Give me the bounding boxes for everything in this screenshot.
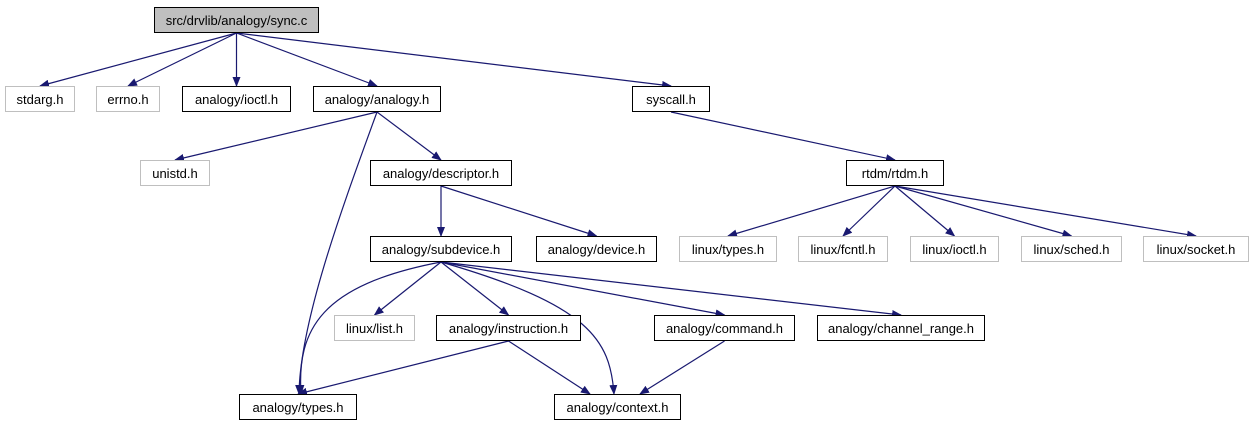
edge-sync-c-to-errno-h (127, 32, 237, 87)
node-syscall-h[interactable]: syscall.h (632, 86, 710, 112)
node-analogy-channel-range-h[interactable]: analogy/channel_range.h (817, 315, 985, 341)
edge-rtdm-rtdm-h-to-linux-types-h (727, 185, 896, 238)
edge-analogy-analogy-h-to-unistd-h (174, 111, 378, 162)
node-analogy-descriptor-h[interactable]: analogy/descriptor.h (370, 160, 512, 186)
edge-analogy-subdevice-h-to-analogy-instruction-h (440, 261, 510, 316)
edges-layer (39, 32, 1197, 396)
edge-rtdm-rtdm-h-to-linux-fcntl-h (842, 185, 896, 237)
node-stdarg-h: stdarg.h (5, 86, 75, 112)
edge-analogy-subdevice-h-to-analogy-command-h (440, 261, 726, 318)
edge-analogy-instruction-h-to-analogy-types-h (297, 340, 509, 396)
node-analogy-instruction-h[interactable]: analogy/instruction.h (436, 315, 581, 341)
edge-rtdm-rtdm-h-to-linux-sched-h (894, 185, 1073, 238)
node-analogy-types-h[interactable]: analogy/types.h (239, 394, 357, 420)
node-analogy-subdevice-h[interactable]: analogy/subdevice.h (370, 236, 512, 262)
edge-analogy-subdevice-h-to-analogy-context-h (440, 261, 618, 395)
node-linux-types-h: linux/types.h (679, 236, 777, 262)
edge-sync-c-to-stdarg-h (39, 32, 237, 88)
edge-analogy-instruction-h-to-analogy-context-h (508, 340, 591, 395)
node-analogy-command-h[interactable]: analogy/command.h (654, 315, 795, 341)
node-linux-list-h: linux/list.h (334, 315, 415, 341)
edge-analogy-command-h-to-analogy-context-h (639, 340, 725, 395)
node-analogy-analogy-h[interactable]: analogy/analogy.h (313, 86, 441, 112)
node-linux-fcntl-h: linux/fcntl.h (798, 236, 888, 262)
node-errno-h: errno.h (96, 86, 160, 112)
edge-analogy-subdevice-h-to-analogy-channel-range-h (440, 261, 902, 318)
edge-sync-c-to-syscall-h (236, 32, 672, 89)
edge-sync-c-to-analogy-analogy-h (236, 32, 378, 87)
edge-syscall-h-to-rtdm-rtdm-h (670, 111, 896, 163)
node-linux-socket-h: linux/socket.h (1143, 236, 1249, 262)
node-analogy-context-h[interactable]: analogy/context.h (554, 394, 681, 420)
node-analogy-device-h[interactable]: analogy/device.h (536, 236, 657, 262)
node-linux-sched-h: linux/sched.h (1021, 236, 1122, 262)
node-linux-ioctl-h: linux/ioctl.h (910, 236, 999, 262)
edge-analogy-subdevice-h-to-analogy-types-h (296, 261, 442, 395)
edge-analogy-descriptor-h-to-analogy-device-h (440, 185, 598, 238)
edge-analogy-analogy-h-to-analogy-descriptor-h (376, 111, 442, 161)
node-unistd-h: unistd.h (140, 160, 210, 186)
edge-rtdm-rtdm-h-to-linux-ioctl-h (894, 185, 956, 237)
node-rtdm-rtdm-h[interactable]: rtdm/rtdm.h (846, 160, 944, 186)
node-sync-c[interactable]: src/drvlib/analogy/sync.c (154, 7, 319, 33)
node-analogy-ioctl-h[interactable]: analogy/ioctl.h (182, 86, 291, 112)
edge-analogy-analogy-h-to-analogy-types-h (295, 111, 378, 395)
edge-analogy-subdevice-h-to-linux-list-h (373, 261, 442, 316)
edge-rtdm-rtdm-h-to-linux-socket-h (894, 185, 1197, 239)
